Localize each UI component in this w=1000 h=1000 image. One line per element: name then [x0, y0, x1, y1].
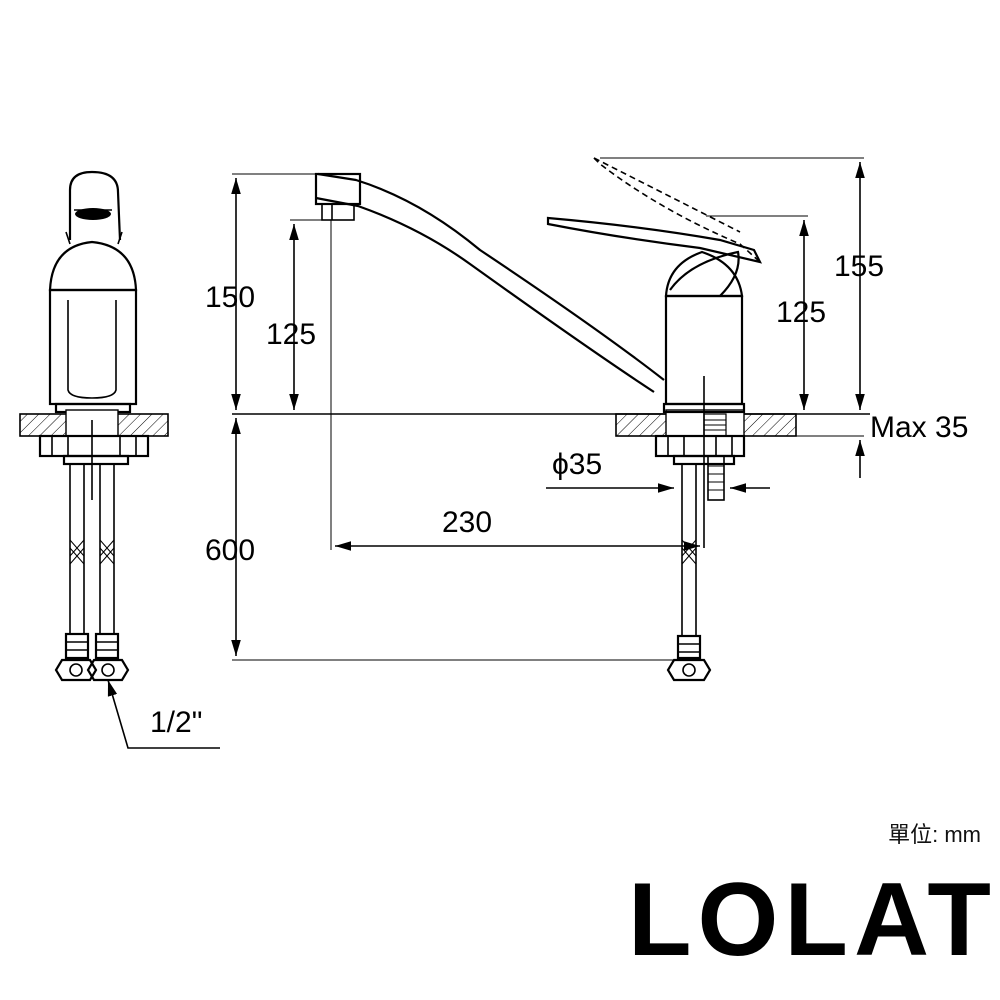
side-view [19, 170, 220, 749]
units-label: 單位: mm [888, 822, 981, 847]
dim-thread: 1/2" [150, 706, 202, 739]
front-view [232, 157, 870, 682]
dim-total-height: 150 [205, 281, 255, 314]
dim-outlet-height: 125 [266, 318, 316, 351]
dim-hose-length: 600 [205, 534, 255, 567]
dim-reach: 230 [442, 506, 492, 539]
dim-hole-diameter: ϕ35 [552, 448, 602, 481]
brand-logo: LOLAT [628, 862, 997, 978]
dimension-lines [231, 157, 865, 661]
dim-lever-raised-height: 155 [834, 250, 884, 283]
dim-lever-height: 125 [776, 296, 826, 329]
dim-deck-max: Max 35 [870, 411, 968, 444]
